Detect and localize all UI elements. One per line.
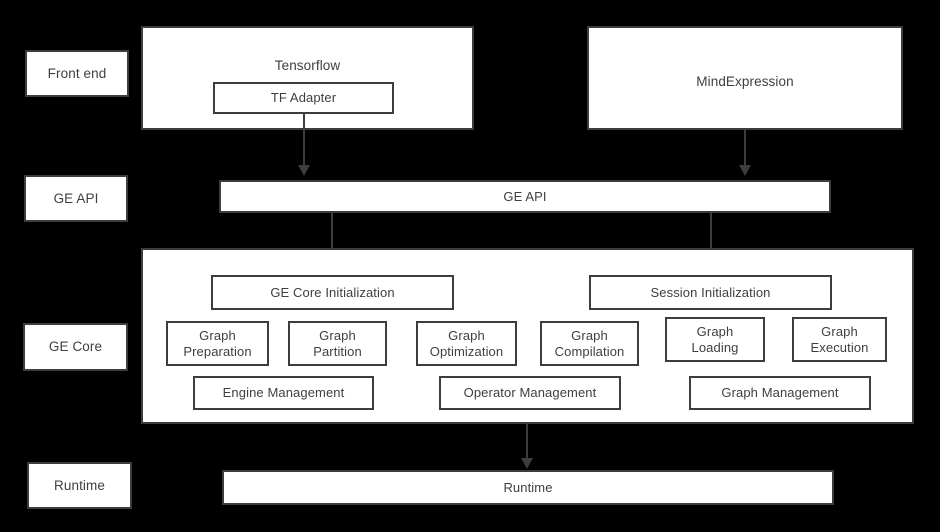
management-graph[interactable]: Graph Management: [689, 376, 871, 410]
module-graph-loading[interactable]: Graph Loading: [665, 317, 765, 362]
stage-label-ge-api-text: GE API: [53, 190, 99, 206]
runtime-bar[interactable]: Runtime: [222, 470, 834, 505]
ge-api-bar[interactable]: GE API: [219, 180, 831, 213]
connector-tf-adapter-to-ge-api-line: [303, 114, 305, 166]
management-engine-label: Engine Management: [222, 385, 345, 401]
module-graph-preparation[interactable]: Graph Preparation: [166, 321, 269, 366]
mindexpression-label: MindExpression: [696, 74, 794, 89]
module-graph-loading-line2: Loading: [691, 339, 739, 355]
tf-adapter-box[interactable]: TF Adapter: [213, 82, 394, 114]
module-graph-preparation-line1: Graph: [199, 328, 236, 344]
connector-ge-api-to-session-init-line: [710, 213, 712, 262]
module-graph-optimization[interactable]: Graph Optimization: [416, 321, 517, 366]
ge-core-initialization-box[interactable]: GE Core Initialization: [211, 275, 454, 310]
module-graph-execution[interactable]: Graph Execution: [792, 317, 887, 362]
module-graph-optimization-line1: Graph: [448, 328, 485, 344]
module-graph-partition-line1: Graph: [319, 328, 356, 344]
management-graph-label: Graph Management: [721, 385, 839, 401]
management-operator-label: Operator Management: [463, 385, 597, 401]
runtime-bar-label: Runtime: [503, 479, 553, 495]
session-initialization-box[interactable]: Session Initialization: [589, 275, 832, 310]
module-graph-optimization-line2: Optimization: [429, 343, 504, 359]
ge-core-initialization-label: GE Core Initialization: [270, 284, 395, 300]
module-graph-compilation-line1: Graph: [571, 328, 608, 344]
connector-tf-adapter-to-ge-api-arrow: [298, 165, 310, 176]
stage-label-ge-core-text: GE Core: [48, 339, 103, 355]
module-graph-loading-line1: Graph: [696, 324, 734, 340]
stage-label-front-end-text: Front end: [47, 65, 107, 81]
stage-label-ge-core: GE Core: [23, 323, 128, 371]
stage-label-front-end: Front end: [25, 50, 129, 97]
tensorflow-container: Tensorflow: [141, 26, 474, 130]
connector-mindexpression-to-ge-api-arrow: [739, 165, 751, 176]
stage-label-runtime-text: Runtime: [54, 477, 105, 493]
connector-ge-core-to-runtime-line: [526, 424, 528, 459]
module-graph-partition-line2: Partition: [313, 343, 362, 359]
module-graph-execution-line2: Execution: [810, 339, 869, 355]
module-graph-compilation[interactable]: Graph Compilation: [540, 321, 639, 366]
mindexpression-container: MindExpression: [587, 26, 903, 130]
stage-label-ge-api: GE API: [24, 175, 128, 222]
connector-ge-core-to-runtime-arrow: [521, 458, 533, 469]
tensorflow-label: Tensorflow: [274, 58, 341, 73]
connector-mindexpression-to-ge-api-line: [744, 130, 746, 166]
module-graph-preparation-line2: Preparation: [183, 343, 252, 359]
tf-adapter-label: TF Adapter: [270, 90, 337, 106]
ge-api-bar-label: GE API: [503, 188, 547, 204]
stage-label-runtime: Runtime: [27, 462, 132, 509]
management-operator[interactable]: Operator Management: [439, 376, 621, 410]
module-graph-compilation-line2: Compilation: [554, 343, 625, 359]
management-engine[interactable]: Engine Management: [193, 376, 374, 410]
module-graph-partition[interactable]: Graph Partition: [288, 321, 387, 366]
session-initialization-label: Session Initialization: [650, 284, 771, 300]
connector-ge-api-to-core-init-line: [331, 213, 333, 262]
module-graph-execution-line1: Graph: [821, 324, 858, 340]
